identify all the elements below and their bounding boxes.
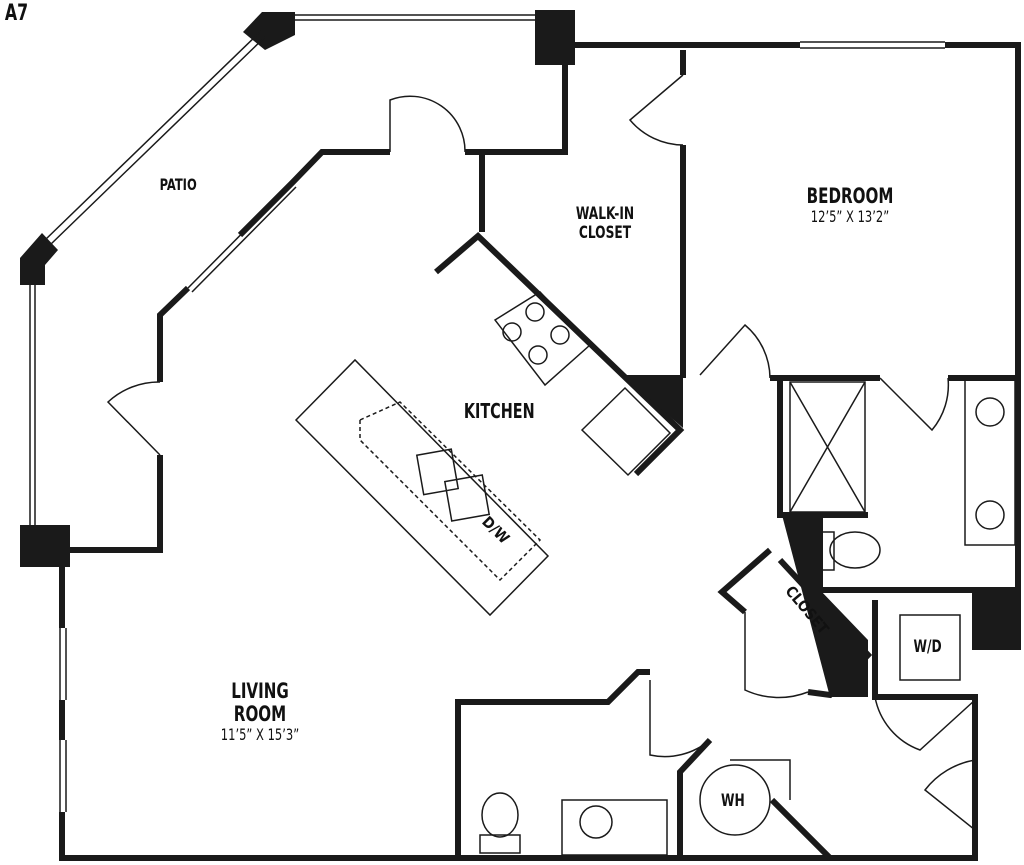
washer-dryer[interactable]: [899, 614, 961, 681]
sink-icon: [975, 397, 1005, 427]
bath-vanity: [561, 799, 668, 856]
sink-outline: [359, 401, 542, 582]
bedroom-dimensions: 12’5” X 13’2”: [810, 207, 890, 227]
room-label-living-room: LIVING ROOM 11’5” X 15’3”: [204, 679, 316, 745]
column: [20, 525, 70, 567]
burner-icon: [528, 345, 548, 365]
sink-icon: [579, 805, 613, 839]
label-washer-dryer: W/D: [913, 637, 942, 657]
column: [243, 12, 295, 50]
toilet-tank: [821, 531, 835, 571]
wall-walkin: [479, 50, 686, 378]
walkin-line2: CLOSET: [578, 222, 632, 243]
sink: [415, 448, 460, 496]
toilet-icon: [829, 531, 881, 569]
burner-icon: [502, 322, 522, 342]
column: [622, 375, 683, 428]
refrigerator: [580, 386, 672, 477]
toilet-icon: [481, 792, 519, 838]
toilet-tank: [479, 834, 521, 854]
shower-drain: [789, 381, 866, 513]
vanity: [964, 379, 1016, 546]
wall-bedroom-bath: [770, 375, 1018, 593]
room-label-patio: PATIO: [159, 175, 197, 194]
burner-icon: [525, 302, 545, 322]
living-room-name: LIVING ROOM: [231, 679, 289, 727]
water-heater: [699, 764, 771, 836]
column: [535, 10, 575, 65]
wall-patio-living: [65, 42, 1021, 650]
shower: [789, 381, 866, 513]
living-room-dimensions: 11’5” X 15’3”: [220, 725, 300, 745]
bedroom-name: BEDROOM: [806, 184, 894, 208]
room-label-kitchen: KITCHEN: [463, 399, 535, 423]
walkin-line1: WALK-IN: [575, 204, 635, 224]
door: [106, 74, 976, 832]
window: [29, 14, 945, 812]
wall-kitchen: [434, 231, 685, 477]
sink: [443, 474, 491, 522]
range: [493, 291, 592, 387]
sink-icon: [975, 500, 1005, 530]
wall-bath2: [455, 669, 833, 861]
kitchen-island[interactable]: [294, 358, 550, 617]
wall-laundry: [872, 590, 978, 860]
room-label-walk-in-closet: WALK-IN CLOSET: [573, 205, 637, 242]
unit-name: A7: [4, 1, 29, 26]
column: [20, 233, 58, 285]
burner-icon: [550, 325, 570, 345]
column: [978, 592, 1020, 650]
column: [782, 515, 868, 697]
label-water-heater: WH: [720, 791, 745, 811]
room-label-bedroom: BEDROOM 12’5” X 13’2”: [794, 184, 906, 227]
